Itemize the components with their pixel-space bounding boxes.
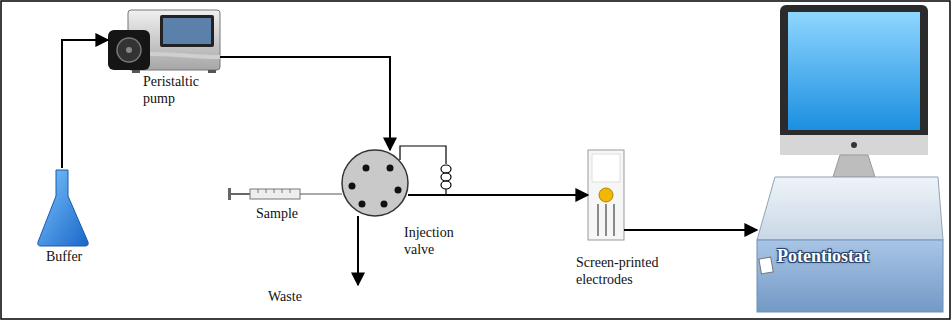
component-label: Screen-printed electrodes (576, 254, 676, 288)
component-label: Injection valve (404, 224, 466, 258)
component-label: Potentiostat (777, 245, 927, 267)
valve-node: Injection valve (342, 150, 408, 216)
reservoir-node: Buffer (38, 168, 88, 245)
flow-arrow (62, 40, 108, 168)
computer-icon (757, 5, 943, 312)
pump-icon (108, 10, 220, 73)
potentiostat-node: Potentiostat (757, 175, 943, 312)
component-label: Peristaltic pump (143, 73, 215, 107)
flow-arrow (357, 216, 359, 285)
electrode-node: Screen-printed electrodes (588, 150, 624, 240)
valve-icon (342, 146, 451, 216)
sample-node: Sample (228, 186, 340, 202)
syringe-icon (228, 188, 342, 200)
component-label: Buffer (46, 248, 106, 265)
flow-arrow (220, 57, 390, 150)
flow-arrow (408, 194, 588, 196)
component-label: Waste (268, 288, 328, 305)
electrode-icon (588, 150, 624, 240)
flow-arrow (624, 229, 757, 231)
flask-icon (38, 170, 88, 246)
waste-node: Waste (262, 285, 362, 311)
pump-node: Peristaltic pump (108, 8, 220, 72)
component-label: Sample (256, 205, 318, 222)
